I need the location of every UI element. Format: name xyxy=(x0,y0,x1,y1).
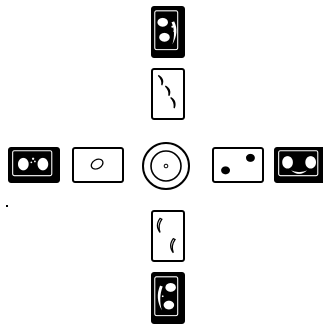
crescent-pip-icon xyxy=(153,212,183,260)
west-face-down-card[interactable] xyxy=(8,147,60,183)
east-face-down-card[interactable] xyxy=(274,147,323,183)
concentric-circle-icon xyxy=(141,141,191,191)
north-played-card[interactable] xyxy=(151,68,185,120)
moon-back-icon xyxy=(153,274,183,322)
moon-back-icon xyxy=(10,149,58,181)
lemon-pip-icon xyxy=(74,149,122,181)
center-pile[interactable] xyxy=(141,141,191,191)
table-speck xyxy=(6,205,8,207)
west-played-card[interactable] xyxy=(72,147,124,183)
north-face-down-card[interactable] xyxy=(151,6,185,58)
east-played-card[interactable] xyxy=(212,147,264,183)
south-face-down-card[interactable] xyxy=(151,272,185,324)
south-played-card[interactable] xyxy=(151,210,185,262)
moon-back-icon xyxy=(153,8,183,56)
dot-pip-icon xyxy=(214,149,262,181)
moon-back-icon xyxy=(276,149,323,181)
crescent-pip-icon xyxy=(153,70,183,118)
